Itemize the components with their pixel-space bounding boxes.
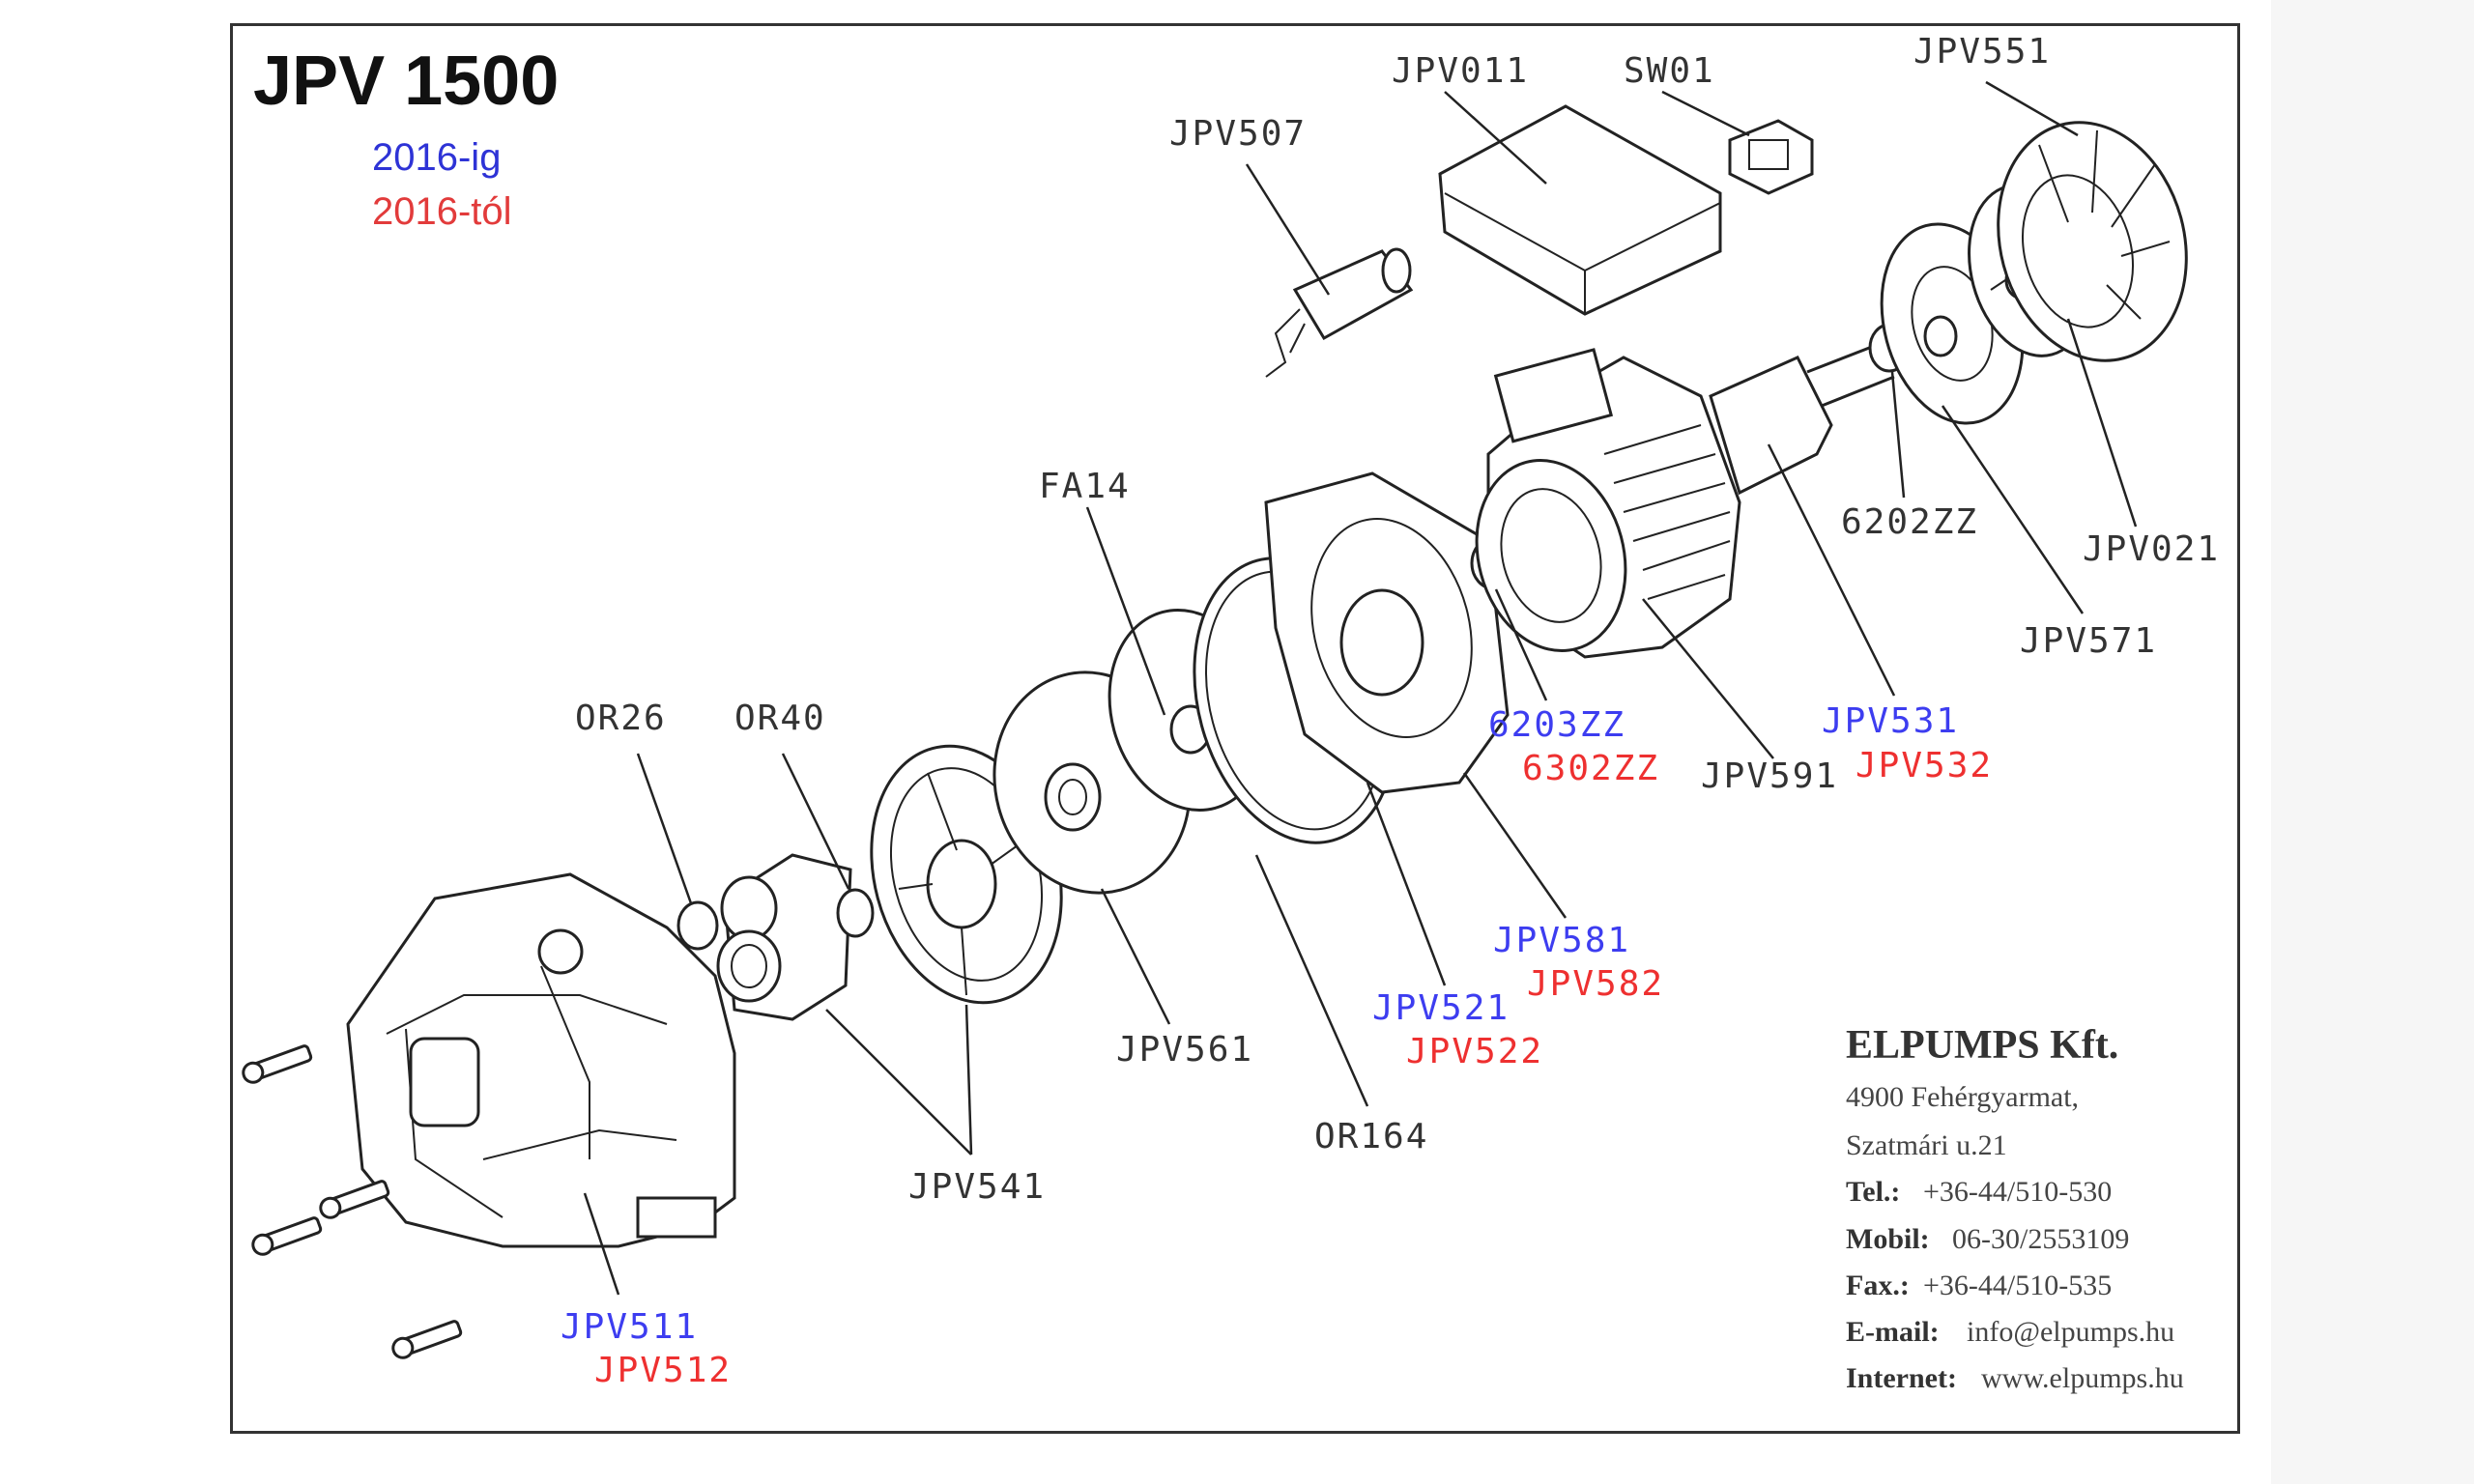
label-jpv522: JPV522 [1406,1032,1543,1071]
label-6203zz: 6203ZZ [1488,705,1625,745]
fax-value: +36-44/510-535 [1923,1270,2112,1301]
internet-value: www.elpumps.hu [1981,1362,2184,1394]
label-jpv021: JPV021 [2083,529,2220,569]
label-jpv011: JPV011 [1392,51,1529,91]
company-address-line2: Szatmári u.21 [1846,1129,2007,1161]
tel-value: +36-44/510-530 [1923,1176,2112,1208]
label-jpv581: JPV581 [1493,921,1630,960]
mobil-label: Mobil: [1846,1223,1930,1255]
email-value: info@elpumps.hu [1967,1316,2174,1348]
label-fa14: FA14 [1039,467,1131,506]
label-or26: OR26 [575,699,667,738]
label-sw01: SW01 [1624,51,1715,91]
label-jpv531: JPV531 [1822,701,1959,741]
motor-body-part [1475,348,1741,659]
label-jpv512: JPV512 [594,1351,732,1390]
label-jpv551: JPV551 [1913,32,2051,71]
motor-flange-part [1264,471,1510,794]
label-jpv511: JPV511 [561,1307,698,1347]
screw-parts [242,1044,463,1359]
switch-part [1728,119,1814,195]
diagram-title: JPV 1500 [253,43,559,120]
tel-label: Tel.: [1846,1176,1900,1208]
email-label: E-mail: [1846,1316,1940,1348]
jet-block-part [716,853,852,1021]
legend-from-2016: 2016-tól [372,190,512,233]
company-info-block: ELPUMPS Kft. 4900 Fehérgyarmat, Szatmári… [1846,1023,2184,1394]
label-jpv571: JPV571 [2020,621,2157,661]
label-jpv591: JPV591 [1701,756,1838,796]
o-ring-or26-part [676,900,719,951]
label-jpv532: JPV532 [1856,746,1993,785]
pump-housing-part [346,872,736,1248]
label-6202zz: 6202ZZ [1841,502,1978,542]
rotor-shaft-part [1709,336,1895,496]
fax-label: Fax.: [1846,1270,1910,1301]
legend-before-2016: 2016-ig [372,136,501,179]
mobil-value: 06-30/2553109 [1952,1223,2129,1255]
part-labels: JPV011 SW01 JPV551 JPV507 FA14 JPV021 62… [561,32,2220,1390]
label-6302zz: 6302ZZ [1522,749,1659,788]
label-or164: OR164 [1314,1117,1428,1156]
terminal-box-cover-part [1438,104,1722,316]
label-jpv541: JPV541 [908,1167,1046,1207]
internet-label: Internet: [1846,1362,1957,1394]
label-jpv561: JPV561 [1116,1030,1253,1070]
right-margin-strip [2271,0,2474,1484]
company-name: ELPUMPS Kft. [1846,1023,2118,1068]
o-ring-or40-part [836,888,875,938]
label-jpv507: JPV507 [1169,114,1307,154]
label-or40: OR40 [734,699,826,738]
capacitor-part [1265,247,1414,378]
leader-lines [583,80,2138,1296]
label-jpv582: JPV582 [1527,964,1664,1004]
company-address-line1: 4900 Fehérgyarmat, [1846,1081,2079,1113]
label-jpv521: JPV521 [1372,988,1510,1028]
